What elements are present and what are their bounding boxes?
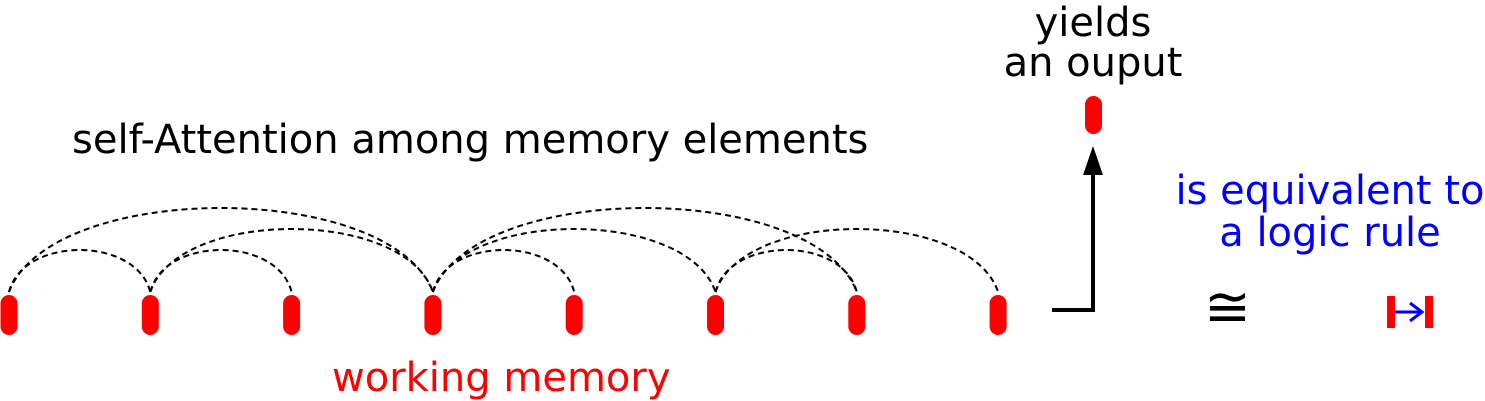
attention-links [8,207,1000,293]
memory-element [424,295,442,335]
attention-arc [8,207,434,293]
self-attention-label: self-Attention among memory elements [72,117,869,163]
equivalence-line-2: a logic rule [1219,210,1441,256]
memory-element [565,295,583,335]
equivalence-symbol-icon: ≅ [1204,275,1251,340]
memory-element [848,295,866,335]
attention-arc [8,249,152,293]
memory-element [989,295,1007,335]
equivalence-label: is equivalent to a logic rule [1165,170,1485,254]
yields-line-1: yields [1034,0,1152,46]
attention-arc [714,249,858,293]
attention-arc [714,228,1000,293]
working-memory-label: working memory [332,355,671,401]
memory-element [707,295,724,335]
attention-arc [149,249,293,293]
attention-arc [431,228,717,293]
attention-arc [431,207,858,293]
yields-output-label: yields an ouput [995,3,1191,83]
yields-line-2: an ouput [1003,40,1183,86]
turnstile-icon [1387,296,1433,328]
attention-arc [149,228,434,293]
memory-element [283,295,301,335]
memory-element [141,295,159,335]
right-angle-arrow-icon [1052,146,1103,312]
memory-element [0,295,18,335]
equivalence-line-1: is equivalent to [1175,168,1485,214]
output-element [1085,96,1102,134]
attention-arc [431,249,576,293]
memory-elements [0,295,1007,335]
